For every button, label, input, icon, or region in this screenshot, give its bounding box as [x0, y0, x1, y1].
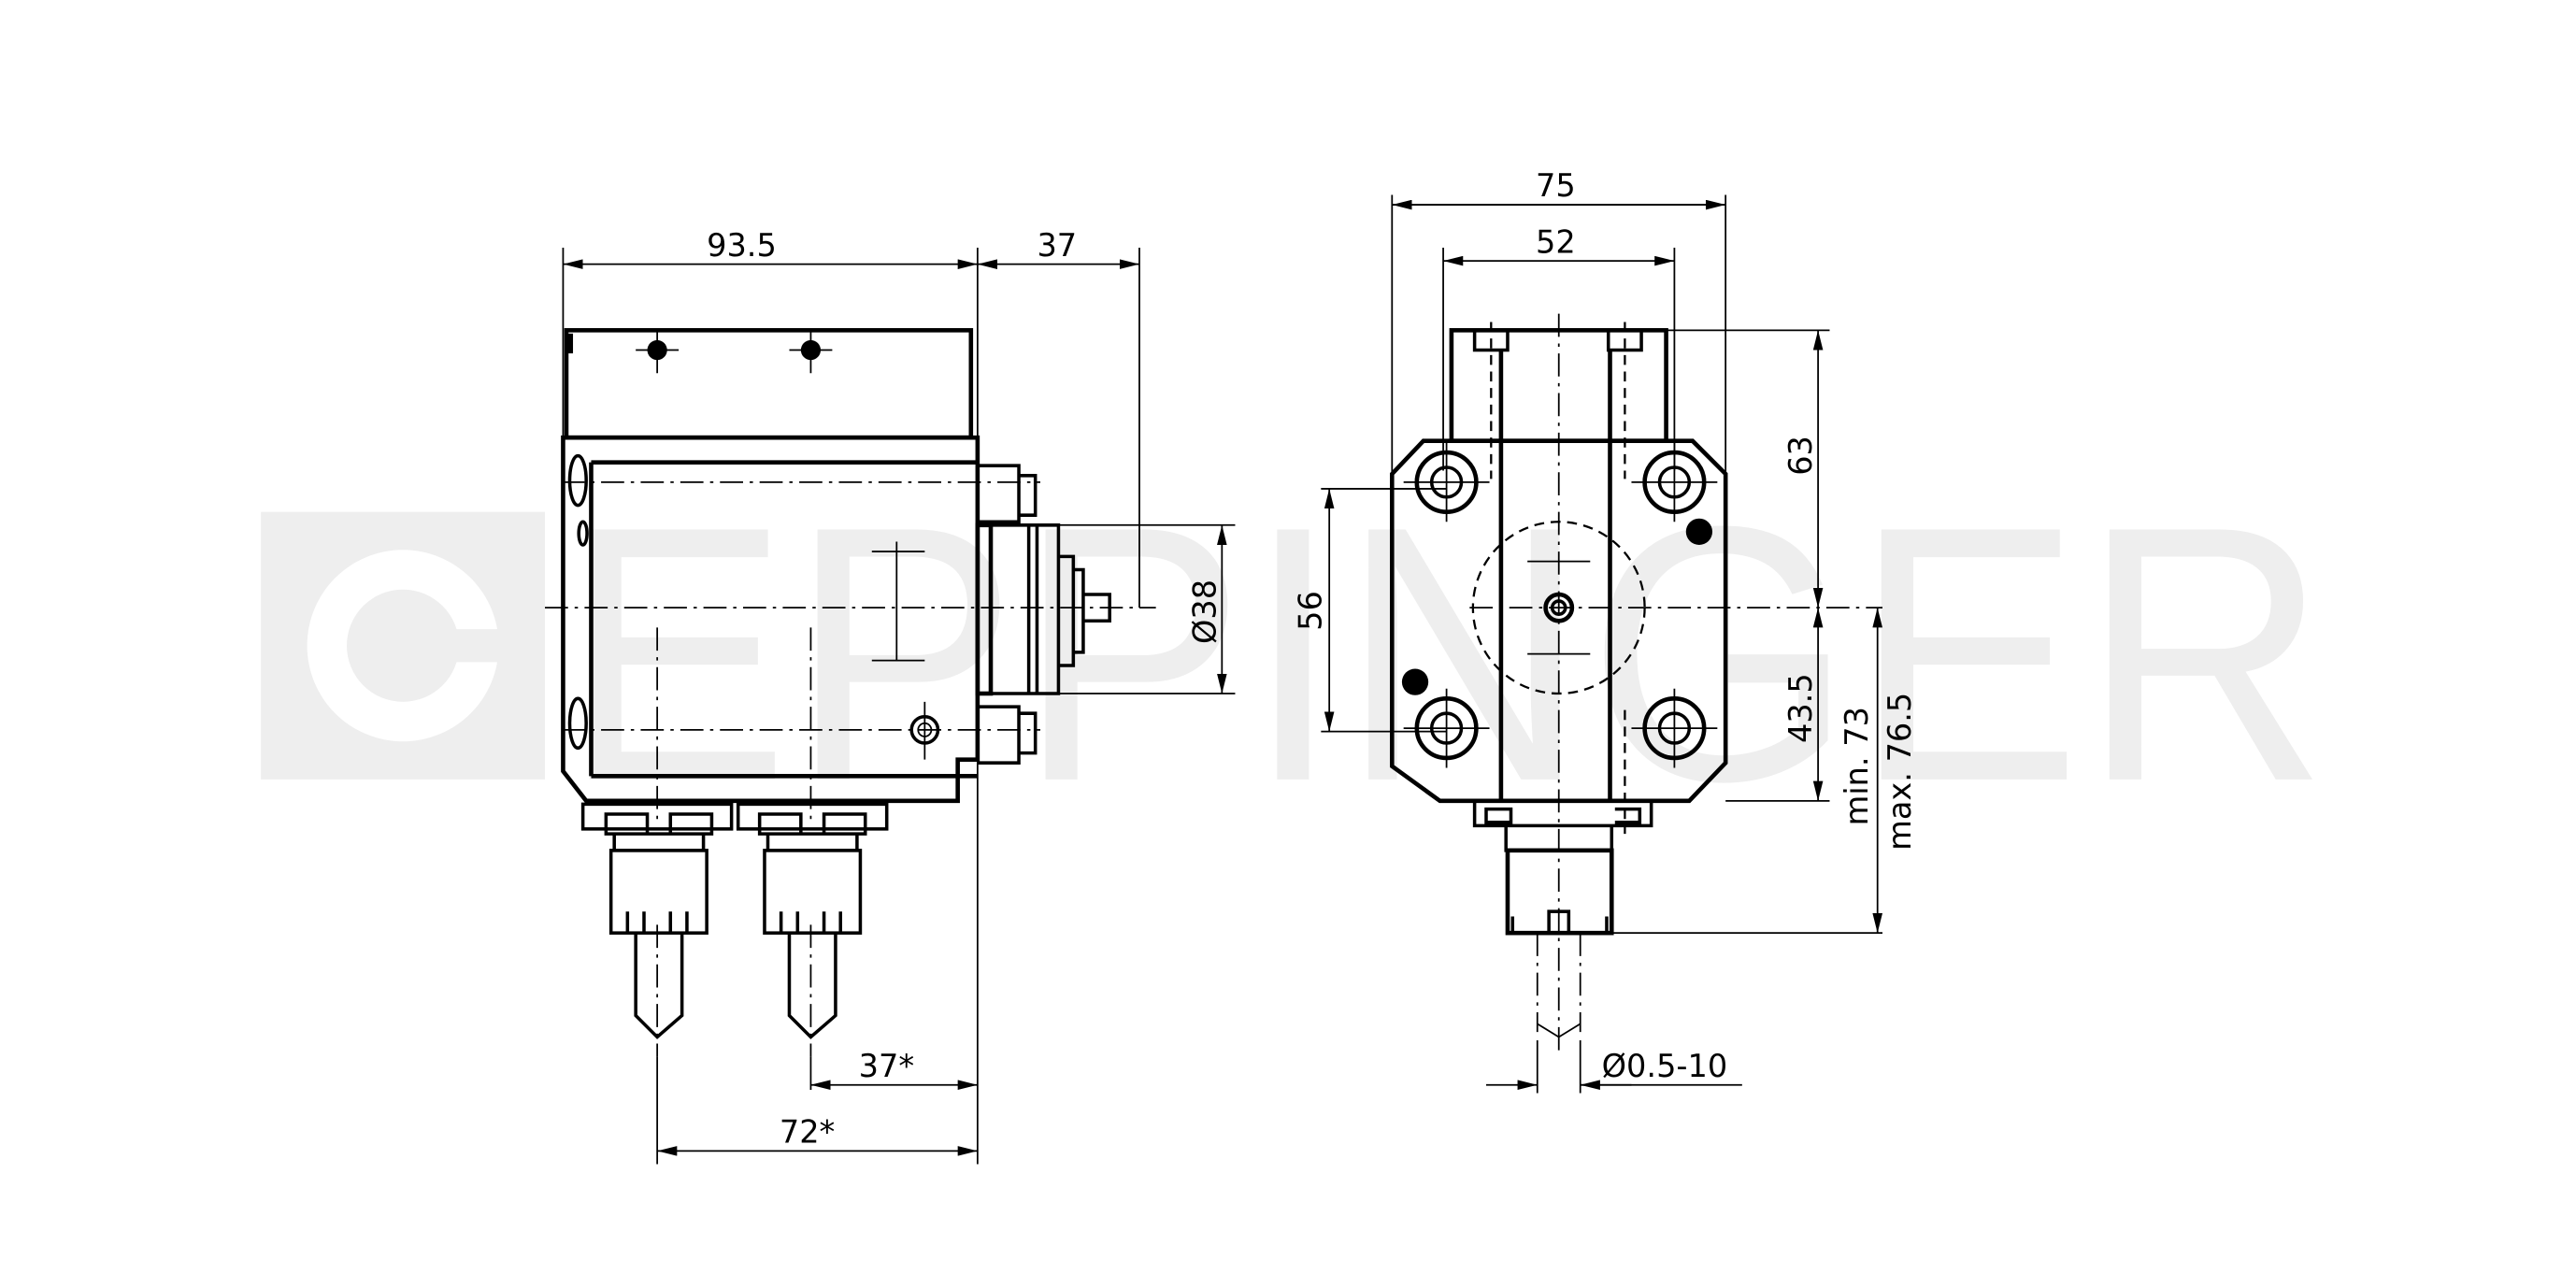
- watermark-brand: EPPINGER: [562, 451, 2328, 857]
- dim-height-bottom: 43.5: [1782, 673, 1819, 743]
- locator-dot: [1685, 518, 1713, 545]
- dim-spindle: 37: [1037, 227, 1077, 264]
- locator-dot: [1401, 668, 1429, 695]
- dim-width: 93.5: [707, 227, 777, 264]
- dim-min: min. 73: [1839, 707, 1875, 825]
- dim-inner-width: 52: [1536, 223, 1576, 260]
- dim-diameter: Ø38: [1186, 580, 1223, 644]
- dim-collet-range: Ø0.5-10: [1602, 1048, 1728, 1084]
- dim-bolt-spacing: 56: [1292, 591, 1328, 631]
- tool-holder-2: [736, 802, 889, 1039]
- dim-tool-offset-1: 37*: [859, 1048, 914, 1084]
- dim-height-top: 63: [1782, 436, 1819, 476]
- front-view: 75 52 63 56 43.5 min. 73 max. 76.5 Ø0.5-…: [1292, 167, 1918, 1094]
- dim-outer-width: 75: [1536, 167, 1576, 204]
- dim-tool-offset-2: 72*: [780, 1114, 835, 1151]
- dim-max: max. 76.5: [1882, 693, 1918, 851]
- eppinger-watermark: EPPINGER: [261, 451, 2328, 857]
- side-view: 93.5 37 Ø38 37* 72*: [545, 227, 1236, 1165]
